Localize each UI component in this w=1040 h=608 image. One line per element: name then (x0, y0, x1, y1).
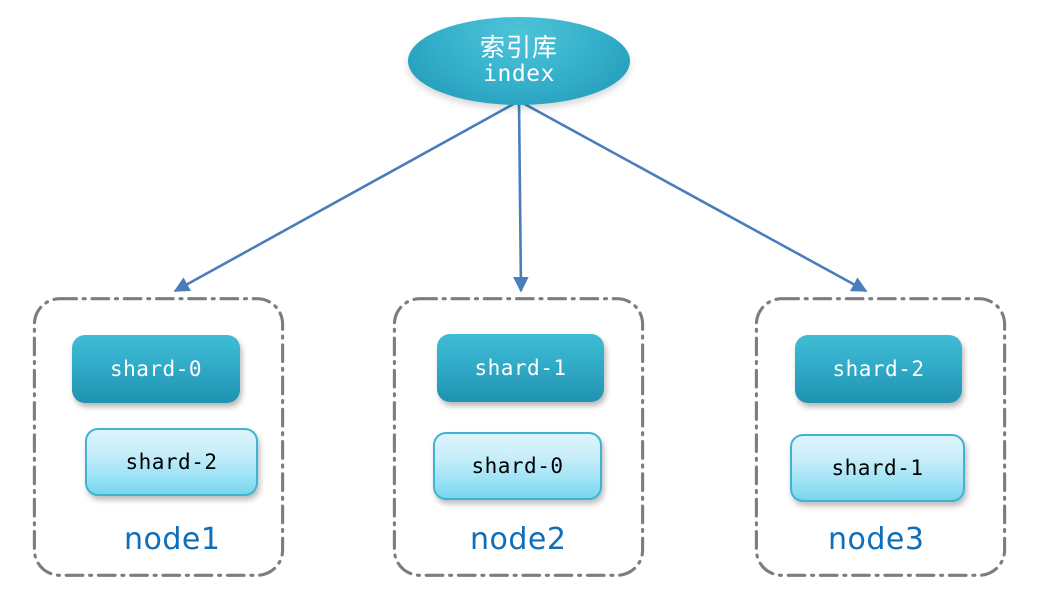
shard-label: shard-2 (832, 357, 925, 381)
shard-label: shard-1 (474, 356, 567, 380)
edge-index-to-node2 (513, 100, 529, 293)
shard-label: shard-0 (471, 454, 564, 478)
shard-chip-primary-node2[interactable]: shard-1 (437, 334, 604, 402)
index-label-en: index (483, 61, 555, 88)
node-label-node2: node2 (470, 522, 567, 557)
shard-label: shard-2 (125, 450, 218, 474)
shard-chip-primary-node1[interactable]: shard-0 (72, 335, 240, 403)
shard-chip-replica-node2[interactable]: shard-0 (433, 432, 602, 500)
shard-chip-primary-node3[interactable]: shard-2 (795, 335, 962, 403)
index-node[interactable]: 索引库 index (408, 17, 630, 105)
edge-index-to-node3 (518, 99, 868, 293)
node-label-node1: node1 (124, 522, 221, 557)
shard-chip-replica-node3[interactable]: shard-1 (790, 434, 965, 502)
index-label-cn: 索引库 (479, 33, 558, 63)
shard-label: shard-1 (831, 456, 924, 480)
shard-chip-replica-node1[interactable]: shard-2 (85, 428, 258, 496)
shard-label: shard-0 (109, 357, 202, 381)
node-label-node3: node3 (828, 522, 925, 557)
edge-index-to-node1 (173, 99, 520, 293)
